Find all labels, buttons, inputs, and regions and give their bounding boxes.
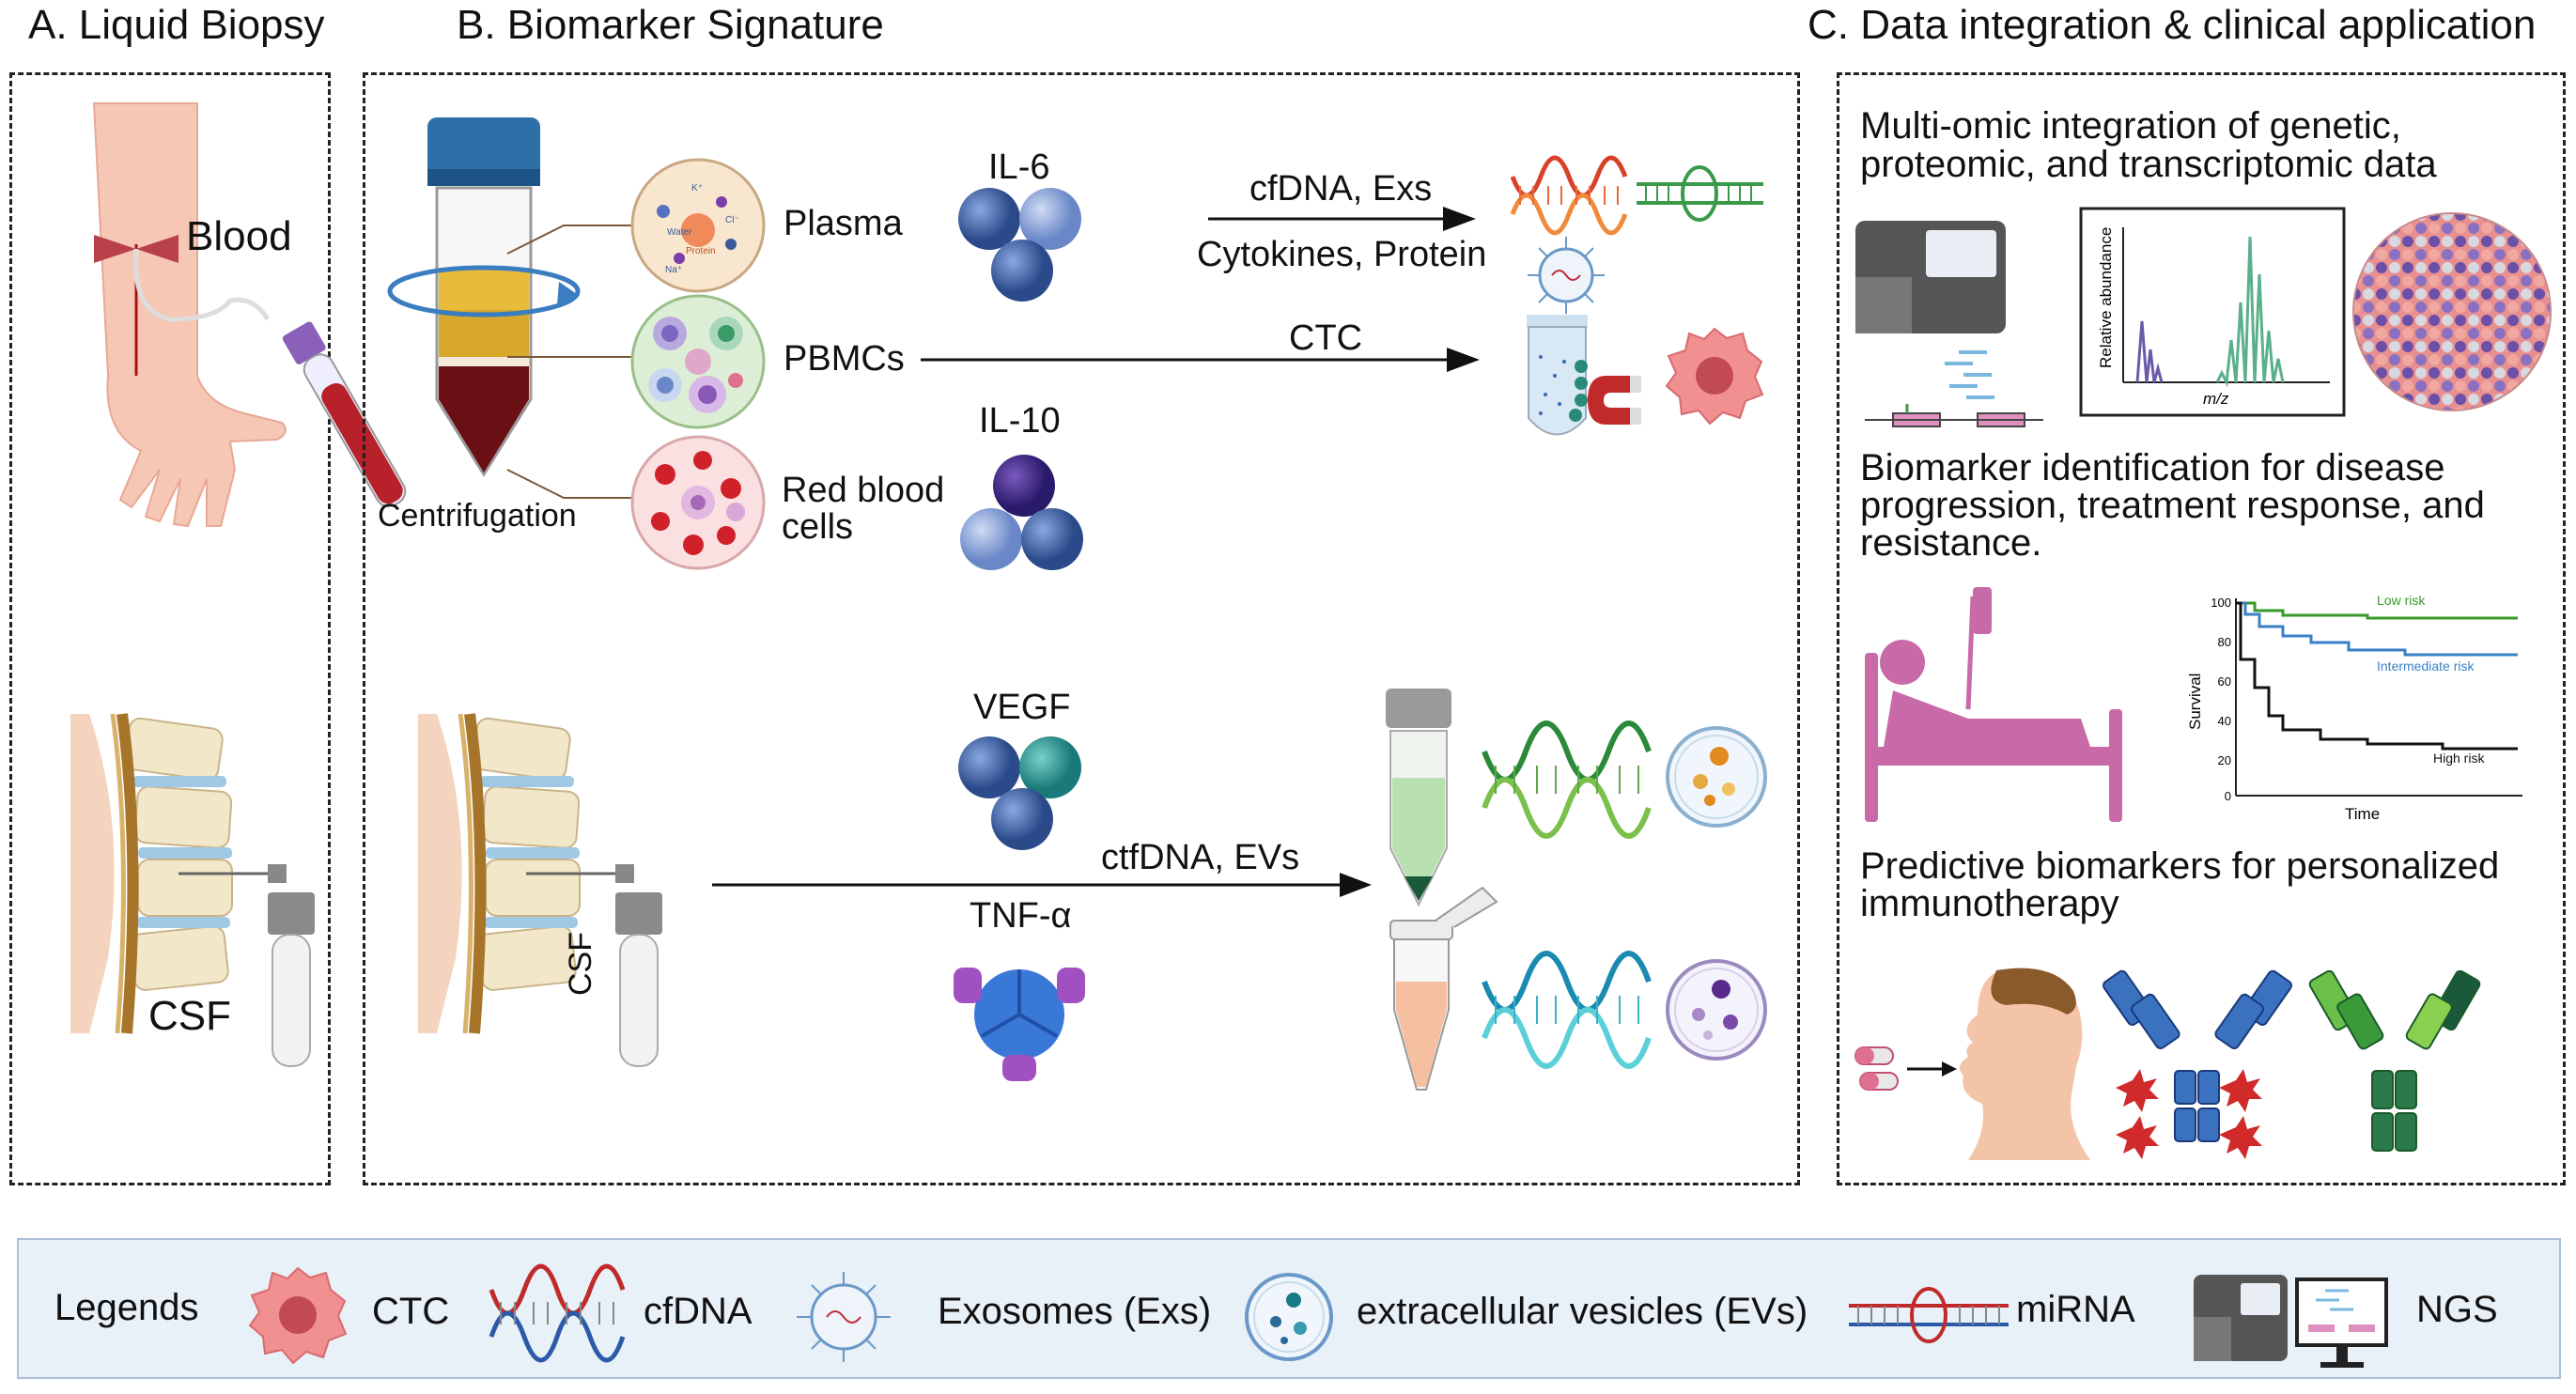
dna-red-icon xyxy=(1510,155,1628,236)
pbmcs-label: PBMCs xyxy=(784,339,905,379)
pbmc-circle xyxy=(630,294,766,429)
section1-title-2: proteomic, and transcriptomic data xyxy=(1860,144,2437,185)
legend-ctc-label: CTC xyxy=(372,1291,450,1332)
legend-exosome-label: Exosomes (Exs) xyxy=(938,1291,1212,1332)
panel-b xyxy=(363,72,1800,1185)
spine-illustration xyxy=(70,713,233,1034)
arm-illustration xyxy=(92,102,407,528)
panel-b-title: B. Biomarker Signature xyxy=(457,2,884,48)
panel-c-title: C. Data integration & clinical applicati… xyxy=(1808,2,2537,48)
rbc-label-1: Red blood xyxy=(782,471,945,510)
heatmap-circle xyxy=(2352,212,2552,411)
legend-cfdna-icon xyxy=(489,1263,626,1363)
arrow1-top-label: cfDNA, Exs xyxy=(1249,169,1433,209)
arrow-ctc[interactable] xyxy=(921,346,1484,374)
section2-title-1: Biomarker identification for disease xyxy=(1860,447,2445,488)
mass-spec-chart: Relative abundance m/z xyxy=(2079,207,2346,417)
falcon-tube-green xyxy=(1386,689,1451,907)
centrifugation-label: Centrifugation xyxy=(378,498,577,534)
section3-title-2: immunotherapy xyxy=(1860,883,2119,924)
legend-ev-label: extracellular vesicles (EVs) xyxy=(1357,1291,1808,1332)
km-ytick-0: 0 xyxy=(2225,789,2231,803)
tube-connectors xyxy=(506,225,639,499)
ev-purple-icon xyxy=(1666,959,1767,1061)
km-ytick-100: 100 xyxy=(2211,596,2231,610)
ms-ylabel: Relative abundance xyxy=(2097,227,2115,368)
il6-label: IL-6 xyxy=(988,147,1050,187)
km-ytick-80: 80 xyxy=(2218,635,2231,649)
antibody-blue-icon xyxy=(2103,969,2292,1159)
ms-xlabel: m/z xyxy=(2203,390,2229,408)
centrifuge-tube xyxy=(387,117,581,477)
csf-label-b: CSF xyxy=(563,932,598,996)
ev-orange-icon xyxy=(1666,726,1767,828)
il10-cluster xyxy=(960,455,1083,570)
arrow1-bottom-label: Cytokines, Protein xyxy=(1197,235,1487,274)
mirna-green-icon xyxy=(1637,165,1763,222)
legend-title: Legends xyxy=(54,1287,199,1328)
km-high-label: High risk xyxy=(2433,751,2485,766)
dna-blue-icon xyxy=(1482,951,1652,1069)
vegf-label: VEGF xyxy=(973,688,1071,727)
panel-a-title: A. Liquid Biopsy xyxy=(28,2,325,48)
plasma-circle: Water Protein K⁺ Cl⁻ Na⁺ xyxy=(630,158,766,293)
km-low-label: Low risk xyxy=(2377,593,2426,608)
legend-ngs-icon xyxy=(2194,1275,2388,1368)
plasma-water: Water xyxy=(667,227,692,238)
panel-a xyxy=(9,72,331,1185)
csf-label-a: CSF xyxy=(148,993,231,1039)
patient-bed-icon xyxy=(1865,587,2122,822)
legend-cfdna-label: cfDNA xyxy=(644,1291,753,1332)
arrow2-label: CTC xyxy=(1289,318,1363,358)
plasma-k: K⁺ xyxy=(691,183,703,194)
km-ylabel: Survival xyxy=(2186,674,2204,730)
legend-ev-icon xyxy=(1245,1273,1333,1361)
csf-tube-b xyxy=(526,864,662,1067)
plasma-na: Na⁺ xyxy=(665,265,682,275)
exosome-icon xyxy=(1528,237,1605,314)
dna-green-icon xyxy=(1482,720,1652,839)
section2-title-2: progression, treatment response, and xyxy=(1860,485,2485,526)
pills-icon xyxy=(1854,1046,1957,1091)
plasma-protein: Protein xyxy=(686,246,716,256)
ctc-cell-icon xyxy=(1665,327,1764,426)
rbc-label-2: cells xyxy=(782,507,854,547)
ctc-tube-magnet xyxy=(1527,315,1641,436)
km-ytick-40: 40 xyxy=(2218,714,2231,728)
face-profile-icon xyxy=(1960,968,2090,1160)
legend-mirna-label: miRNA xyxy=(2016,1289,2135,1330)
section3-title-1: Predictive biomarkers for personalized xyxy=(1860,845,2500,887)
arrow3-label: ctfDNA, EVs xyxy=(1101,838,1300,877)
section1-title-1: Multi-omic integration of genetic, xyxy=(1860,105,2401,147)
tnf-label: TNF-α xyxy=(970,896,1072,936)
il10-label: IL-10 xyxy=(979,401,1061,441)
plasma-cl: Cl⁻ xyxy=(725,215,739,225)
arrow-ctfdna[interactable] xyxy=(712,871,1379,899)
legend-mirna-icon xyxy=(1849,1287,2009,1343)
panel-c xyxy=(1837,72,2566,1185)
arrow-cfdna[interactable] xyxy=(1208,205,1481,233)
km-survival-chart: 100 80 60 40 20 0 Low risk Intermediate … xyxy=(2186,593,2522,823)
blood-label: Blood xyxy=(186,213,292,259)
km-xlabel: Time xyxy=(2345,805,2380,823)
rbc-circle xyxy=(630,435,766,570)
tnf-protein xyxy=(954,968,1085,1081)
legend-ngs-label: NGS xyxy=(2416,1289,2498,1330)
csf-tube-a xyxy=(178,864,315,1067)
plasma-label: Plasma xyxy=(784,204,903,243)
antibody-green-icon xyxy=(2308,969,2481,1152)
km-ytick-60: 60 xyxy=(2218,674,2231,689)
legend-exosome-icon xyxy=(797,1272,891,1362)
section2-title-3: resistance. xyxy=(1860,522,2042,564)
eppendorf-tube xyxy=(1389,886,1498,1091)
ngs-machine-icon xyxy=(1855,221,2043,427)
km-intermediate-label: Intermediate risk xyxy=(2377,658,2475,674)
vegf-cluster xyxy=(958,736,1081,850)
il6-cluster xyxy=(958,188,1081,302)
spine-illustration-b xyxy=(418,713,581,1034)
legend-ctc-icon xyxy=(248,1266,348,1365)
km-ytick-20: 20 xyxy=(2218,753,2231,767)
